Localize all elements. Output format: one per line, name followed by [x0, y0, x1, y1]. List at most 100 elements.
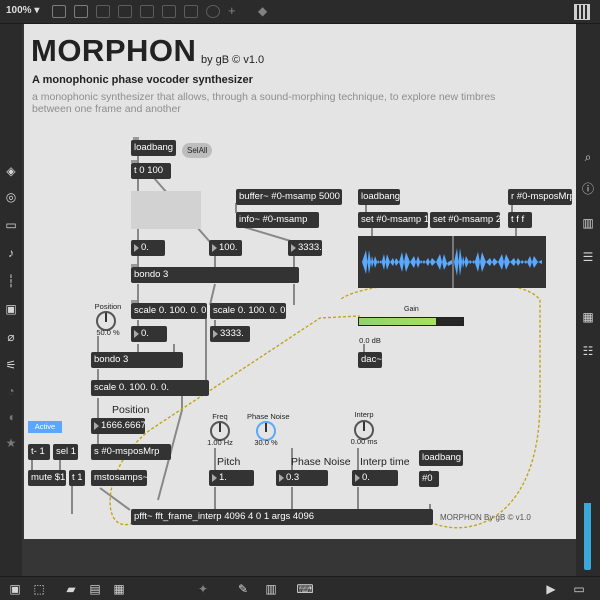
wrench-icon[interactable]: ✎	[237, 582, 249, 596]
chart-icon[interactable]: ◔	[7, 384, 15, 398]
panel-icon[interactable]	[162, 5, 176, 18]
keyboard-icon[interactable]: ⌨	[296, 582, 314, 596]
interp-label-small: Interp	[354, 410, 374, 419]
book-icon[interactable]: ◖	[7, 410, 15, 424]
number-box-samples[interactable]: 3333.	[210, 326, 250, 342]
box-icon[interactable]: ▭	[5, 218, 17, 232]
phase-noise-label-small: Phase Noise	[247, 412, 290, 421]
plus-icon[interactable]: +	[228, 3, 236, 18]
comment-icon[interactable]	[96, 5, 110, 18]
target-icon[interactable]: ◎	[5, 190, 17, 204]
bondo-object[interactable]: bondo 3	[131, 267, 299, 283]
grid-icon[interactable]	[574, 4, 590, 20]
interp-number-box[interactable]: 0.	[352, 470, 398, 486]
selall-message[interactable]: SelAll	[182, 143, 212, 158]
trigger-one[interactable]: t 1	[69, 470, 85, 486]
position-label: Position	[112, 404, 150, 416]
lock-icon[interactable]: ▣	[9, 582, 21, 596]
music-icon[interactable]: ♪	[8, 246, 14, 260]
paint-bucket-icon[interactable]: ◆	[258, 4, 268, 18]
gain-fill	[359, 318, 436, 325]
phase-noise-label: Phase Noise	[291, 456, 351, 468]
gain-label: Gain	[404, 306, 419, 313]
bondo-object-2[interactable]: bondo 3	[91, 352, 183, 368]
set-message-2[interactable]: set #0-msamp 2	[430, 212, 500, 228]
buffer-object[interactable]: buffer~ #0-msamp 5000 2	[236, 189, 342, 205]
position-value: 50.0 %	[96, 328, 120, 337]
patch-title: MORPHON	[31, 33, 197, 68]
paperclip-icon[interactable]: ⌀	[7, 330, 15, 344]
sidebar-toggle-icon[interactable]: ▭	[573, 582, 585, 596]
toggle-box-icon[interactable]	[140, 5, 154, 18]
presentation-icon[interactable]	[52, 5, 66, 18]
trigger-object[interactable]: t 0 100	[131, 163, 171, 179]
number-box-length[interactable]: 3333.	[288, 240, 322, 256]
camera-icon[interactable]: ▦	[582, 310, 594, 324]
wand-icon[interactable]: ✦	[197, 582, 209, 596]
interp-time-label: Interp time	[360, 456, 410, 468]
plug-icon[interactable]: ⚟	[5, 358, 17, 372]
patch-byline: by gB © v1.0	[201, 54, 265, 66]
bracket-icon[interactable]: ┆	[7, 274, 15, 288]
knob-icon[interactable]	[184, 5, 198, 18]
number-box-end[interactable]: 100.	[209, 240, 242, 256]
interp-dial[interactable]	[354, 420, 374, 440]
active-toggle[interactable]: Active	[28, 421, 62, 433]
zero-message[interactable]: #0	[419, 471, 439, 487]
zoom-control[interactable]: 100% ▾	[6, 5, 40, 16]
pitch-label: Pitch	[217, 456, 241, 468]
waveform-display[interactable]	[358, 236, 546, 288]
empty-panel	[131, 191, 201, 229]
image-icon[interactable]: ▣	[5, 302, 17, 316]
search-icon[interactable]: ⌕	[584, 150, 592, 164]
toggle-inverter[interactable]: t- 1	[28, 444, 50, 460]
scale-object-1[interactable]: scale 0. 100. 0. 0.	[131, 303, 207, 319]
position-dial[interactable]	[96, 311, 116, 331]
send-position-object[interactable]: s #0-msposMrp	[91, 444, 171, 460]
loadbang-object[interactable]: loadbang	[131, 140, 176, 156]
phase-noise-dial[interactable]	[256, 421, 276, 441]
edit-icon[interactable]: ⬚	[33, 582, 45, 596]
mstosamps-object[interactable]: mstosamps~	[91, 470, 147, 486]
gain-value: 0.0 dB	[359, 336, 381, 345]
freq-value: 1.00 Hz	[207, 438, 233, 447]
loadbang-inlet	[133, 137, 139, 140]
set-message-1[interactable]: set #0-msamp 1	[358, 212, 428, 228]
position-label-small: Position	[94, 302, 122, 311]
play-icon[interactable]: ▶	[546, 582, 556, 596]
bottom-toolbar: ▣ ⬚ ▰ ▤ ▦ ✦ ✎ ▥ ⌨ ▶ ▭	[0, 576, 600, 600]
footer-credit: MORPHON By gB © v1.0	[440, 513, 531, 522]
left-sidebar: ◈ ◎ ▭ ♪ ┆ ▣ ⌀ ⚟ ◔ ◖ ★	[0, 24, 22, 576]
receive-object[interactable]: r #0-msposMrp	[508, 189, 572, 205]
select-object[interactable]: sel 1	[53, 444, 78, 460]
trigger-ff-object[interactable]: t f f	[508, 212, 532, 228]
piano-icon[interactable]: ▥	[265, 582, 277, 596]
list-icon[interactable]: ☰	[582, 250, 594, 264]
mute-message[interactable]: mute $1	[28, 470, 66, 486]
sliders-icon[interactable]: ☷	[582, 344, 594, 358]
dac-object[interactable]: dac~	[358, 352, 382, 368]
freq-dial[interactable]	[210, 421, 230, 441]
gain-slider[interactable]	[358, 317, 464, 326]
scale-object-2[interactable]: scale 0. 100. 0. 0.	[210, 303, 286, 319]
gauge-icon[interactable]	[206, 5, 220, 18]
scale-object-3[interactable]: scale 0. 100. 0. 0.	[91, 380, 209, 396]
layers-icon[interactable]: ▤	[89, 582, 101, 596]
number-box-start[interactable]: 0.	[131, 240, 165, 256]
comment-bubble-icon[interactable]: ▰	[66, 582, 76, 596]
columns-icon[interactable]: ▥	[582, 216, 594, 230]
window-icon[interactable]	[74, 5, 88, 18]
info-icon[interactable]: ⓘ	[581, 182, 594, 196]
info-object[interactable]: info~ #0-msamp	[236, 212, 319, 228]
pfft-object[interactable]: pfft~ fft_frame_interp 4096 4 0 1 args 4…	[131, 509, 433, 525]
grid-icon-bottom[interactable]: ▦	[113, 582, 125, 596]
loadbang-object-3[interactable]: loadbang	[419, 450, 463, 466]
phase-noise-number-box[interactable]: 0.3	[276, 470, 328, 486]
pitch-number-box[interactable]: 1.	[209, 470, 254, 486]
number-box-position[interactable]: 0.	[131, 326, 167, 342]
close-box-icon[interactable]	[118, 5, 132, 18]
star-icon[interactable]: ★	[5, 436, 17, 450]
loadbang-object-2[interactable]: loadbang	[358, 189, 400, 205]
cube-icon[interactable]: ◈	[6, 164, 16, 178]
position-number-box[interactable]: 1666.6667	[91, 418, 146, 434]
